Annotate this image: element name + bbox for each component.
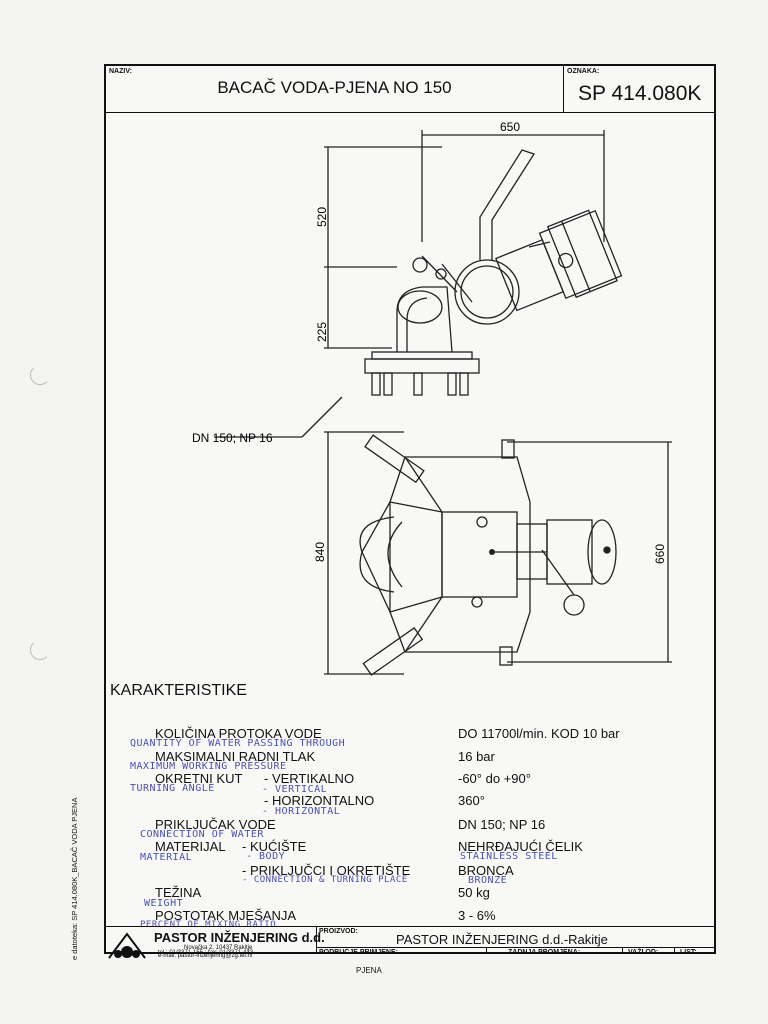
dim-depth-840: 840 (313, 542, 327, 562)
weight-note: WEIGHT (144, 898, 184, 909)
vertical-note: - VERTICAL (262, 784, 328, 795)
pressure-value: 16 bar (458, 749, 495, 764)
vertical-value: -60° do +90° (458, 771, 531, 786)
horizontal-label: - HORIZONTALNO (264, 793, 375, 808)
turn-label: OKRETNI KUT (155, 771, 243, 786)
horizontal-value: 360° (458, 793, 485, 808)
horizontal-note: - HORIZONTAL (262, 806, 341, 817)
title-block: PASTOR INŽENJERING d.d. Novačka 2, 10437… (104, 926, 716, 959)
mix-label: POSTOTAK MJEŠANJA (155, 908, 297, 923)
company-address: Novačka 2, 10437 Rakitje (184, 945, 253, 951)
list-label: LIST: (680, 949, 697, 956)
joints-note: - CONNECTION & TURNING PLACE (242, 875, 408, 885)
connection-note: CONNECTION OF WATER (140, 829, 264, 840)
weight-label: TEŽINA (155, 885, 202, 900)
drawing-sheet: NAZIV: BACAČ VODA-PJENA NO 150 OZNAKA: S… (104, 64, 716, 954)
left-arm-top (364, 434, 425, 484)
turning-ring (454, 259, 520, 325)
oznaka-label: OZNAKA: (567, 68, 600, 75)
base-flange (364, 358, 480, 374)
material-label: MATERIJAL (155, 839, 226, 854)
section-title: KARAKTERISTIKE (110, 682, 247, 699)
flange-bolts (371, 372, 469, 396)
joints-value-note: BRONZE (468, 875, 508, 886)
body-value-note: STAINLESS STEEL (460, 851, 558, 862)
dim-side-660: 660 (653, 544, 667, 564)
center-block (441, 511, 518, 598)
file-path-note: e datoteka: SP 414.080K_BACAČ VODA PJENA (70, 797, 79, 960)
body-value: NEHRĐAJUĆI ČELIK (458, 839, 583, 854)
flow-note: QUANTITY OF WATER PASSING THROUGH (130, 738, 346, 749)
connection-label: PRIKLJUČAK VODE (155, 817, 276, 832)
dim-height-520: 520 (315, 207, 329, 227)
flow-label: KOLIČINA PROTOKA VODE (155, 726, 322, 741)
area-value: PJENA (356, 966, 382, 975)
change-label: ZADNJA PROMJENA: (508, 949, 581, 956)
handle-bar (479, 149, 535, 260)
proizvod-label: PROIZVOD: (319, 928, 358, 935)
turn-note: TURNING ANGLE (130, 783, 215, 794)
technical-drawing: 650 520 225 840 660 DN 150; NP 16 (192, 120, 672, 676)
elbow-body (396, 286, 453, 353)
producer-name: PASTOR INŽENJERING d.d.-Rakitje (396, 932, 608, 947)
naziv-label: NAZIV: (109, 68, 132, 75)
company-email: e-mail: pastor-inzenjering@zg.tel.hr (158, 953, 253, 959)
dim-height-225: 225 (315, 322, 329, 342)
dim-width-650: 650 (500, 120, 520, 134)
punch-hole-mark (30, 365, 50, 385)
leader-line (301, 396, 343, 438)
mix-note: PERCENT OF MIXING RATIO (140, 920, 277, 930)
joints-label: - PRIKLJUČCI I OKRETIŠTE (242, 863, 411, 878)
body-note: - BODY (246, 851, 286, 862)
drawing-title: BACAČ VODA-PJENA NO 150 (217, 78, 452, 97)
connection-value: DN 150; NP 16 (458, 817, 546, 832)
connection-callout: DN 150; NP 16 (192, 431, 273, 445)
company-name: PASTOR INŽENJERING d.d. (154, 930, 325, 945)
body-label: - KUĆIŠTE (242, 839, 307, 854)
vertical-label: - VERTIKALNO (264, 771, 355, 786)
pastor-logo (108, 932, 146, 959)
pressure-label: MAKSIMALNI RADNI TLAK (155, 749, 316, 764)
joints-value: BRONCA (458, 863, 514, 878)
drawing-code: SP 414.080K (578, 82, 702, 105)
area-label: PODRUČJE PRIMJENE: (319, 949, 398, 956)
inlet-arc (359, 516, 395, 593)
material-note: MATERIAL (140, 852, 193, 863)
weight-value: 50 kg (458, 885, 490, 900)
pressure-note: MAXIMUM WORKING PRESSURE (130, 761, 287, 772)
pressure-gauge (412, 257, 428, 273)
housing-plan (389, 456, 531, 653)
punch-hole-mark (30, 640, 50, 660)
company-phone: tel.: 01/3371-155 ; fax: 01/3371-433 (158, 950, 254, 956)
mix-value: 3 - 6% (458, 908, 496, 923)
valid-label: VAŽI OD: (628, 949, 659, 956)
left-arm-bottom (362, 627, 424, 676)
flow-value: DO 11700l/min. KOD 10 bar (458, 726, 620, 741)
nozzle-barrel (495, 209, 623, 312)
